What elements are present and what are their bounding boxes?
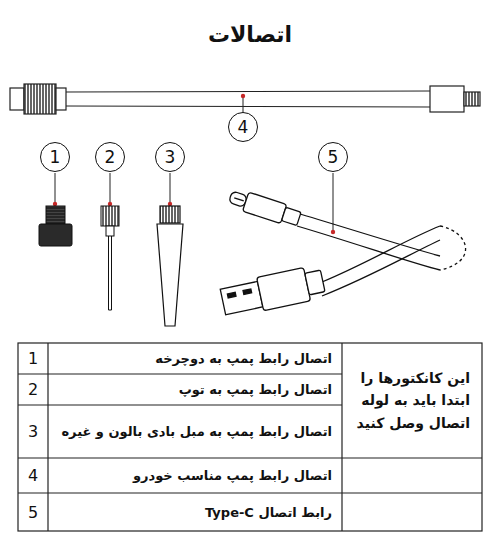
row-number: 2 <box>28 380 38 399</box>
description-cell: اتصال رابط پمپ به دوچرخه <box>48 343 342 374</box>
ball-needle <box>101 206 119 310</box>
callout-circle: 1 <box>40 142 70 172</box>
callout-number: 1 <box>50 149 61 166</box>
row-number: 5 <box>28 503 38 522</box>
description-cell: اتصال رابط پمپ به مبل بادی بالون و غیره <box>48 405 342 458</box>
hose <box>10 84 480 114</box>
row-number-cell: 5 <box>18 493 48 531</box>
description-cell: اتصال رابط پمپ به توپ <box>48 374 342 405</box>
callout-number: 2 <box>105 149 116 166</box>
table-grid <box>18 343 482 531</box>
description-text: اتصال رابط پمپ به دوچرخه <box>155 351 332 366</box>
description-text: اتصال رابط پمپ به توپ <box>179 382 332 397</box>
callout-number: 3 <box>165 149 176 166</box>
row-number: 1 <box>28 349 38 368</box>
leader-dots <box>53 94 335 234</box>
row-number-cell: 1 <box>18 343 48 374</box>
callout-circle: 5 <box>318 142 348 172</box>
row-number: 3 <box>28 422 38 441</box>
cone-nozzle <box>157 206 183 326</box>
callout-circle: 4 <box>228 112 258 142</box>
note-text: این کانکتورها را ابتدا باید به لوله اتصا… <box>354 367 470 434</box>
leader-lines <box>55 96 333 232</box>
callout-circle: 2 <box>95 142 125 172</box>
callout-number: 4 <box>238 119 249 136</box>
title: اتصالات <box>0 22 500 47</box>
description-cell: رابط اتصال Type-C <box>48 493 342 531</box>
callout-circle: 3 <box>155 142 185 172</box>
description-text: اتصال رابط پمپ مناسب خودرو <box>133 468 332 483</box>
row-number-cell: 4 <box>18 458 48 493</box>
description-text: رابط اتصال Type-C <box>205 505 332 520</box>
row-number-cell: 2 <box>18 374 48 405</box>
usb-cable <box>219 187 465 319</box>
row-number: 4 <box>28 466 38 485</box>
bike-adapter <box>39 206 72 246</box>
description-text: اتصال رابط پمپ به مبل بادی بالون و غیره <box>61 424 332 439</box>
callout-number: 5 <box>328 149 339 166</box>
row-number-cell: 3 <box>18 405 48 458</box>
note-cell: این کانکتورها را ابتدا باید به لوله اتصا… <box>342 343 482 458</box>
description-cell: اتصال رابط پمپ مناسب خودرو <box>48 458 342 493</box>
title-text: اتصالات <box>208 22 292 47</box>
